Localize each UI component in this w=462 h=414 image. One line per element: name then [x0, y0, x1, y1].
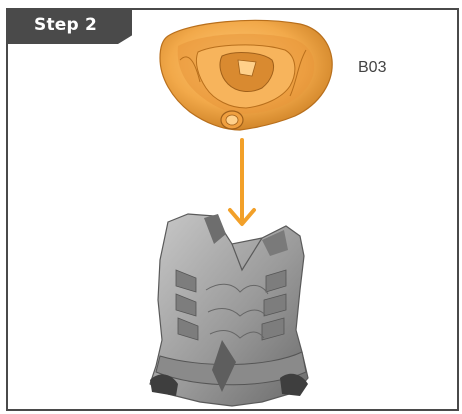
collar-part-b03: [160, 20, 332, 130]
torso-armor-model: [150, 214, 308, 406]
down-arrow-icon: [230, 140, 254, 224]
